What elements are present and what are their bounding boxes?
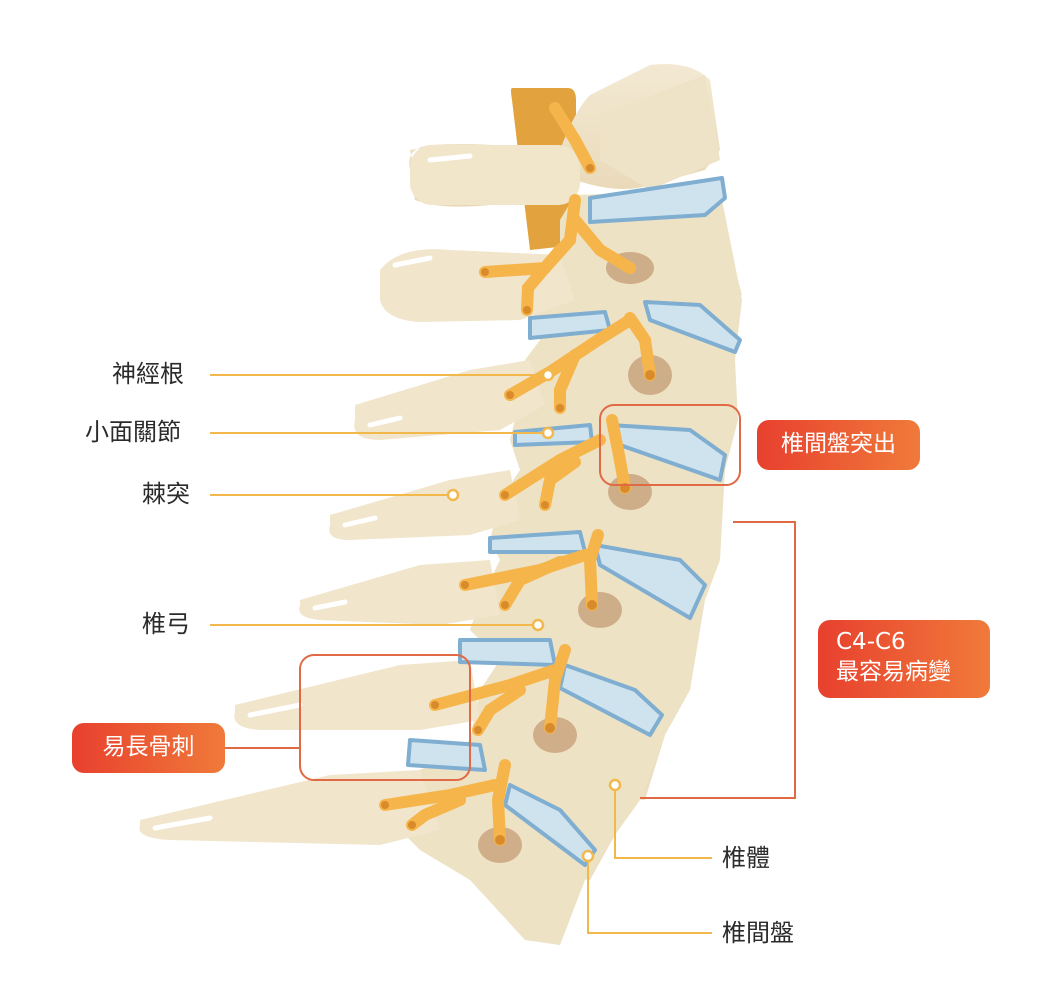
badge-disc-herniation: 椎間盤突出 bbox=[757, 420, 920, 470]
herniation-frame bbox=[599, 404, 741, 486]
label-leader-lines bbox=[210, 374, 712, 934]
label-disc: 椎間盤 bbox=[722, 919, 794, 947]
highlight bbox=[427, 153, 473, 163]
callout-frames bbox=[225, 404, 796, 799]
label-spinous-process: 棘突 bbox=[142, 480, 190, 508]
label-vertebral-body: 椎體 bbox=[722, 844, 770, 872]
label-facet-joint: 小面關節 bbox=[85, 418, 181, 446]
badge-c4-c6: C4-C6 最容易病變 bbox=[818, 620, 990, 698]
bone-highlights bbox=[152, 255, 433, 831]
c1-posterior-arch bbox=[410, 145, 580, 205]
label-vertebral-arch: 椎弓 bbox=[142, 610, 190, 638]
leader-endpoints bbox=[446, 368, 622, 863]
bone-spur-frame bbox=[299, 654, 471, 781]
dens-body bbox=[600, 75, 720, 190]
badge-bone-spur: 易長骨刺 bbox=[72, 723, 225, 773]
nerve-roots bbox=[379, 102, 656, 846]
badge-c4-c6-title: C4-C6 bbox=[836, 629, 906, 655]
badge-c4-c6-subtitle: 最容易病變 bbox=[836, 658, 951, 685]
spinous-processes bbox=[139, 249, 575, 845]
label-nerve-root: 神經根 bbox=[112, 360, 184, 388]
c4-c6-bracket bbox=[640, 521, 796, 799]
badge-disc-herniation-text: 椎間盤突出 bbox=[781, 431, 896, 458]
badge-bone-spur-text: 易長骨刺 bbox=[102, 734, 195, 761]
